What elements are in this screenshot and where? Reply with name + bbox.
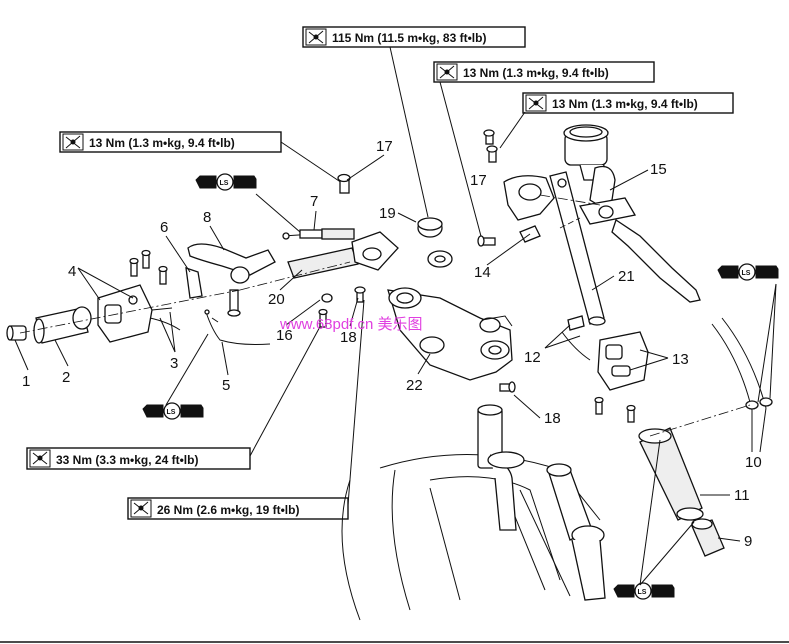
- part-17-bolt-right: [483, 129, 498, 163]
- ls-badge-mid-left: LS: [142, 402, 204, 420]
- part-17-bolt-left: [337, 173, 351, 194]
- torque-text: 13 Nm (1.3 m•kg, 9.4 ft•lb): [463, 66, 609, 80]
- part-leaders: [14, 154, 767, 542]
- ls-badge-right: LS: [717, 263, 779, 281]
- washer-under-cap: [427, 250, 453, 268]
- fork-tube-right: [546, 463, 606, 601]
- right-clamp: [503, 175, 555, 221]
- part-5-cable: [204, 309, 271, 345]
- part-label-1: 1: [22, 373, 30, 390]
- part-label-22: 22: [406, 377, 423, 394]
- torque-box-13nm-right: 13 Nm (1.3 m•kg, 9.4 ft•lb): [522, 92, 734, 114]
- ls-label: LS: [167, 409, 176, 416]
- torque-box-13nm-left: 13 Nm (1.3 m•kg, 9.4 ft•lb): [59, 131, 282, 153]
- part-label-9: 9: [744, 533, 752, 550]
- torque-box-33nm: 33 Nm (3.3 m•kg, 24 ft•lb): [26, 447, 251, 470]
- torque-text: 13 Nm (1.3 m•kg, 9.4 ft•lb): [552, 97, 698, 111]
- ls-badge-top-left: LS: [195, 173, 257, 191]
- part-19-cap: [417, 217, 443, 238]
- part-label-21: 21: [618, 268, 635, 285]
- brake-lever: [611, 218, 701, 303]
- part-12-wires: [561, 315, 591, 361]
- ls-label: LS: [220, 180, 229, 187]
- part-label-16: 16: [276, 327, 293, 344]
- part-13-right-switch: [594, 331, 649, 423]
- ls-leaders: [165, 193, 777, 586]
- torque-text: 26 Nm (2.6 m•kg, 19 ft•lb): [157, 503, 299, 517]
- part-7-cable-end: [282, 228, 355, 240]
- ls-badge-bottom: LS: [613, 582, 675, 600]
- part-label-5: 5: [222, 377, 230, 394]
- part-label-18-left: 18: [340, 329, 357, 346]
- part-label-20: 20: [268, 291, 285, 308]
- part-18-bolt-right: [499, 381, 516, 393]
- part-label-14: 14: [474, 264, 491, 281]
- torque-text: 115 Nm (11.5 m•kg, 83 ft•lb): [332, 31, 486, 45]
- part-label-2: 2: [62, 369, 70, 386]
- ls-label: LS: [742, 270, 751, 277]
- part-2-left-grip: [33, 306, 92, 344]
- wrench-icon: [439, 65, 455, 79]
- wrench-icon: [32, 451, 48, 465]
- part-8-clutch-lever: [187, 243, 276, 317]
- part-9-grip-end: [691, 518, 725, 557]
- part-10-throttle-cables: [711, 317, 773, 411]
- part-label-10: 10: [745, 454, 762, 471]
- part-14-screws: [477, 225, 541, 247]
- wrench-icon: [133, 501, 149, 515]
- part-1-grip-end: [6, 325, 27, 341]
- part-21-handlebar-right: [549, 171, 606, 326]
- part-11-right-grip: [638, 427, 704, 521]
- watermark-text: www.68pdf.cn 美乐图: [279, 316, 423, 333]
- torque-text: 13 Nm (1.3 m•kg, 9.4 ft•lb): [89, 136, 235, 150]
- torque-box-13nm-upper: 13 Nm (1.3 m•kg, 9.4 ft•lb): [433, 61, 655, 83]
- wrench-icon: [308, 30, 324, 44]
- torque-box-115nm: 115 Nm (11.5 m•kg, 83 ft•lb): [302, 26, 526, 48]
- small-washers: [318, 286, 366, 328]
- master-cylinder: [557, 124, 609, 188]
- part-labels: 1 2 3 4 5 6 7 8 9 10 11 12 13 14 15 16 1…: [22, 138, 762, 550]
- fork-tube-left: [477, 404, 525, 531]
- ls-label: LS: [638, 589, 647, 596]
- part-15-brake-assembly: [578, 165, 637, 225]
- torque-box-26nm: 26 Nm (2.6 m•kg, 19 ft•lb): [127, 497, 349, 520]
- part-22-upper-bracket: [387, 287, 513, 381]
- part-label-13: 13: [672, 351, 689, 368]
- part-label-17-right: 17: [470, 172, 487, 189]
- clamp-left-upper: [351, 231, 399, 271]
- wrench-icon: [65, 135, 81, 149]
- part-label-19: 19: [379, 205, 396, 222]
- wrench-icon: [528, 96, 544, 110]
- part-6-clamp: [185, 267, 203, 299]
- part-label-7: 7: [310, 193, 318, 210]
- part-label-12: 12: [524, 349, 541, 366]
- part-label-11: 11: [734, 487, 750, 504]
- part-label-4: 4: [68, 263, 76, 280]
- switch-screws: [129, 249, 168, 285]
- part-label-8: 8: [203, 209, 211, 226]
- part-4-left-switch: [97, 284, 181, 343]
- torque-text: 33 Nm (3.3 m•kg, 24 ft•lb): [56, 453, 198, 467]
- part-label-15: 15: [650, 161, 667, 178]
- part-label-18-right: 18: [544, 410, 561, 427]
- part-20-throttle-tube: [287, 247, 359, 279]
- part-label-3: 3: [170, 355, 178, 372]
- part-label-6: 6: [160, 219, 168, 236]
- part-label-17-left: 17: [376, 138, 393, 155]
- torque-leaders: [249, 46, 526, 506]
